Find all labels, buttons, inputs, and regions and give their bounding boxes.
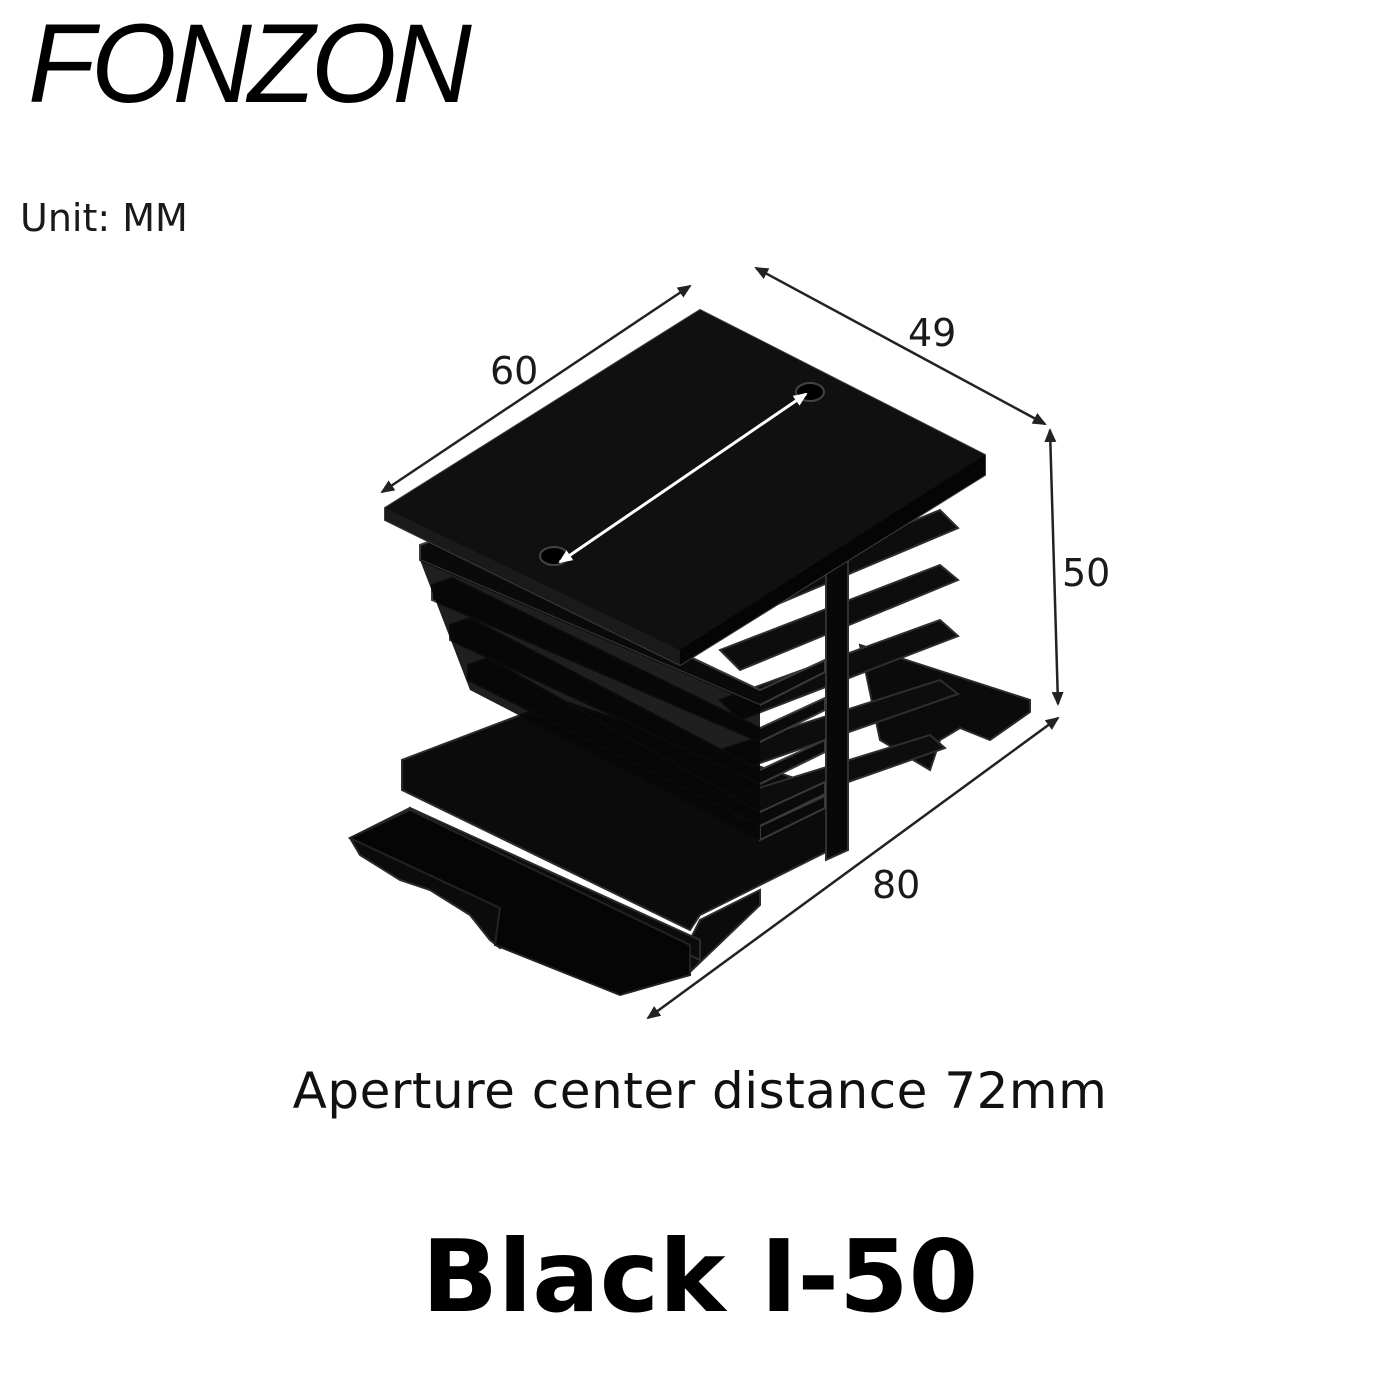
dim-line-height — [1044, 428, 1064, 706]
dimension-top-width: 60 — [490, 349, 539, 393]
model-title: Black I-50 — [421, 1218, 979, 1335]
dimension-base-length: 80 — [872, 863, 921, 907]
dim-line-top-width — [380, 284, 692, 494]
unit-label: Unit: MM — [20, 196, 188, 240]
mount-hole-front — [539, 546, 569, 566]
dim-line-hole-spacing — [558, 392, 808, 564]
dim-line-top-depth — [754, 266, 1047, 426]
dim-line-length — [646, 716, 1060, 1020]
dimension-lines — [380, 266, 1064, 1020]
dimension-top-depth: 49 — [908, 311, 957, 355]
dimension-hole-spacing: 49 — [644, 427, 693, 471]
aperture-caption: Aperture center distance 72mm — [292, 1062, 1108, 1120]
brand-logo: FONZON — [28, 1, 472, 126]
dimension-height: 50 — [1062, 551, 1111, 595]
heatsink-spine — [825, 548, 849, 862]
